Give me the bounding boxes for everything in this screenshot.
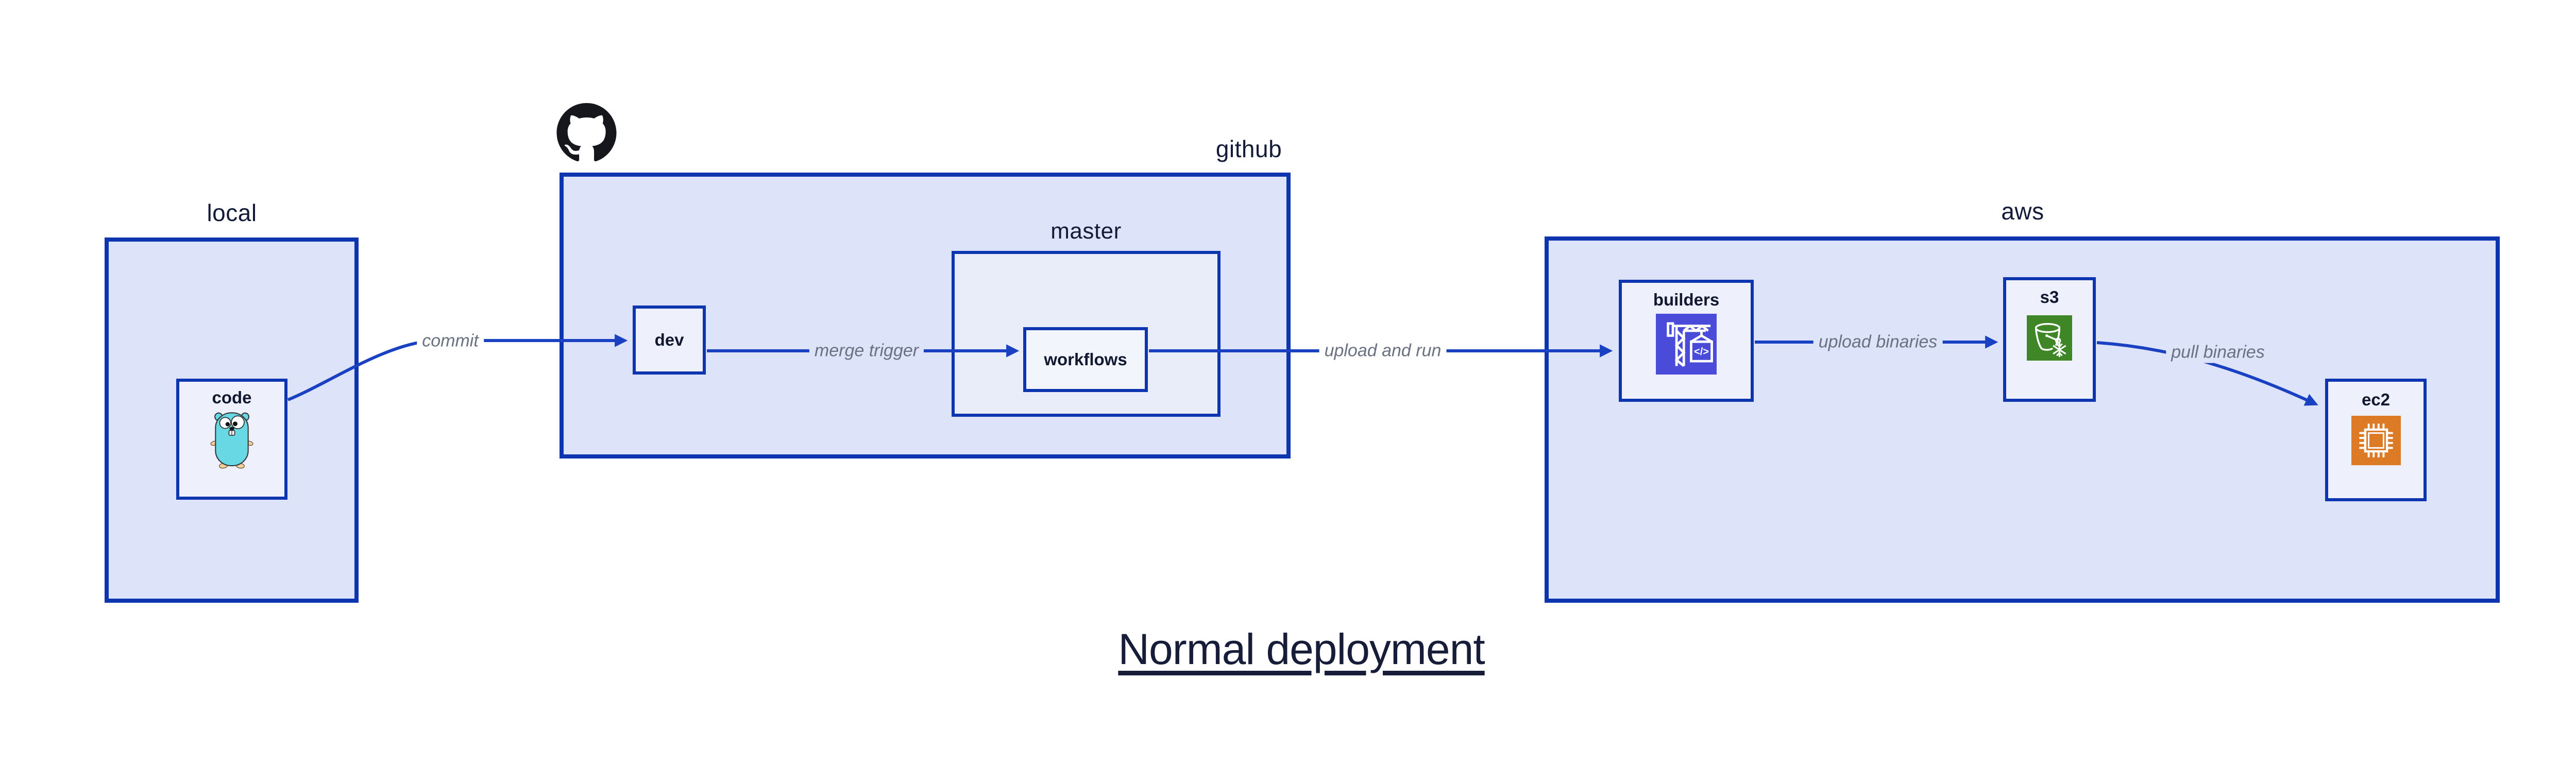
codebuild-code-text: </>: [1694, 346, 1709, 358]
edge-upload-binaries-label: upload binaries: [1813, 331, 1943, 353]
edge-upload-and-run-label: upload and run: [1319, 340, 1447, 362]
s3-label: s3: [2040, 287, 2059, 307]
node-builders: builders </>: [1619, 280, 1754, 402]
diagram-title: Normal deployment: [1118, 625, 1485, 673]
aws-group-label: aws: [2001, 198, 2044, 225]
github-logo-icon: [556, 103, 617, 162]
builders-label: builders: [1653, 290, 1720, 309]
edge-merge-trigger-label: merge trigger: [809, 340, 924, 362]
edge-pull-binaries-label: pull binaries: [2166, 342, 2270, 363]
node-workflows: workflows: [1023, 327, 1148, 392]
node-ec2: ec2: [2325, 379, 2427, 501]
codebuild-crane-icon: </>: [1656, 313, 1717, 375]
node-s3: s3: [2003, 277, 2096, 402]
local-group-label: local: [207, 199, 257, 226]
node-dev: dev: [633, 305, 706, 375]
s3-glacier-bucket-icon: [2027, 315, 2072, 361]
dev-label: dev: [654, 330, 684, 350]
ec2-chip-icon: [2351, 415, 2401, 465]
ec2-label: ec2: [2361, 390, 2391, 409]
edge-commit-label: commit: [417, 330, 484, 352]
go-gopher-icon: [210, 412, 253, 469]
github-group-label: github: [1215, 135, 1282, 162]
node-code: code: [176, 379, 287, 500]
workflows-label: workflows: [1044, 350, 1127, 369]
code-label: code: [212, 388, 252, 407]
master-group-label: master: [1050, 218, 1122, 244]
